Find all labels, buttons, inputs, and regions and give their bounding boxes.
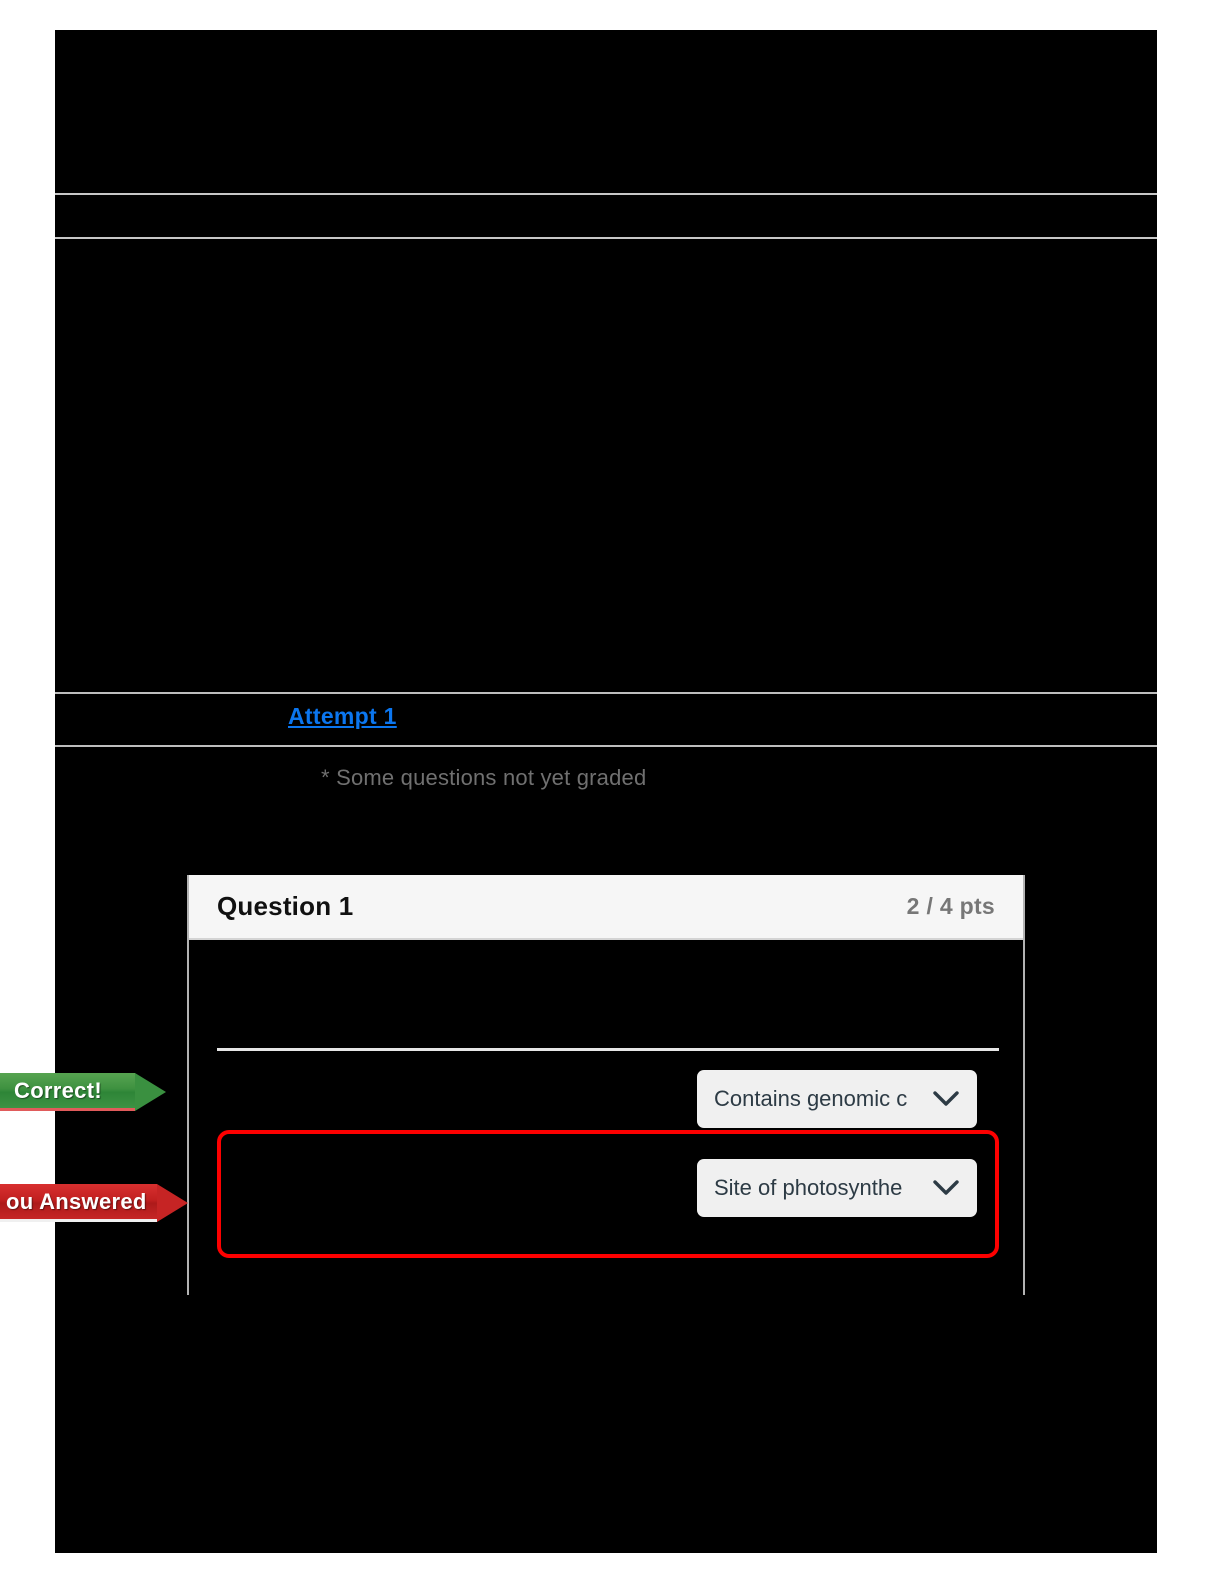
- you-answered-flag-arrow: [157, 1184, 188, 1222]
- quiz-results-page: Attempt 1 * Some questions not yet grade…: [55, 30, 1157, 1553]
- chevron-down-icon: [933, 1091, 959, 1107]
- question-card: Question 1 2 / 4 pts Contains genomic c: [187, 875, 1025, 1295]
- correct-flag-arrow: [135, 1073, 166, 1111]
- chevron-down-icon: [933, 1180, 959, 1196]
- answer-select-1-value: Contains genomic c: [714, 1086, 908, 1111]
- correct-flag: Correct!: [0, 1073, 220, 1111]
- you-answered-flag-label: ou Answered: [0, 1184, 157, 1222]
- question-header: Question 1 2 / 4 pts: [189, 875, 1023, 940]
- attempt-divider-top: [55, 692, 1157, 694]
- ungraded-notice: * Some questions not yet graded: [321, 765, 647, 790]
- attempt-divider-bottom: [55, 745, 1157, 747]
- answer-select-2-value: Site of photosynthe: [714, 1175, 903, 1200]
- question-text-divider: [217, 1048, 999, 1051]
- answer-select-1[interactable]: Contains genomic c: [697, 1070, 977, 1128]
- answer-select-2[interactable]: Site of photosynthe: [697, 1159, 977, 1217]
- header-divider-top: [55, 193, 1157, 195]
- question-title: Question 1: [217, 891, 354, 921]
- question-body: Contains genomic c Site of photosynthe: [189, 940, 1023, 1293]
- attempt-1-link[interactable]: Attempt 1: [288, 703, 397, 729]
- correct-flag-label: Correct!: [0, 1073, 135, 1111]
- answer-row-selected: Site of photosynthe: [217, 1130, 999, 1258]
- you-answered-flag: ou Answered: [0, 1184, 220, 1222]
- header-divider-bottom: [55, 237, 1157, 239]
- answer-row: Contains genomic c: [217, 1068, 999, 1130]
- question-points: 2 / 4 pts: [906, 893, 995, 919]
